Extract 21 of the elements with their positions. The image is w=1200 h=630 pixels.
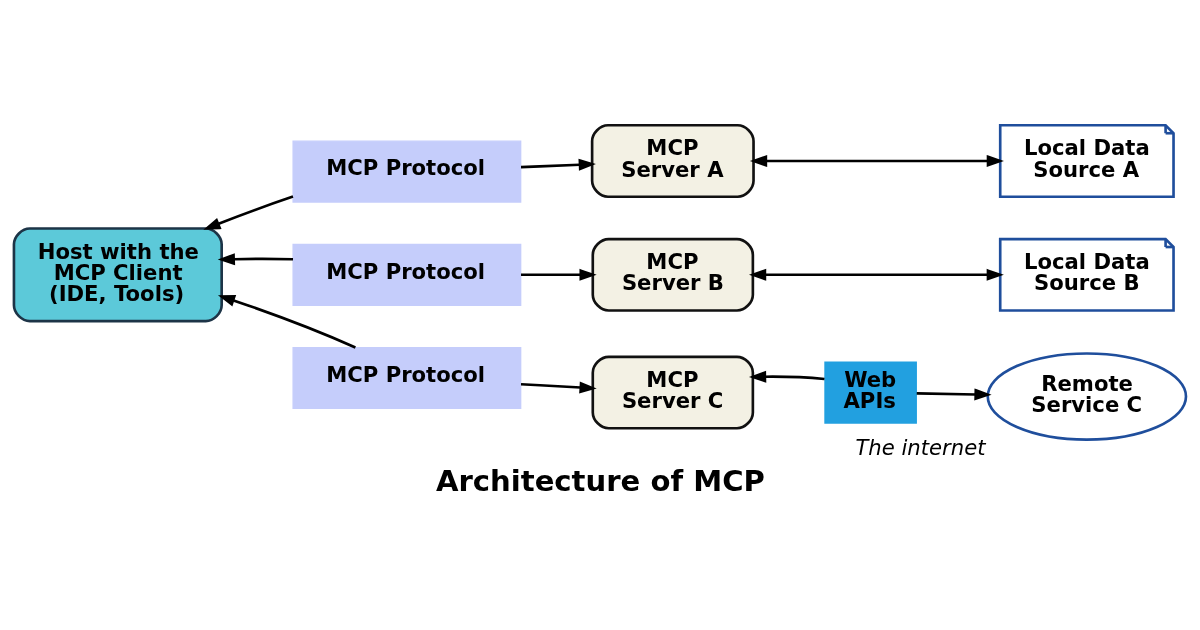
arrow <box>749 154 1004 167</box>
node-box: Host with the MCP Client (IDE, Tools) <box>12 226 223 322</box>
arrow <box>520 158 596 171</box>
caption: Architecture of MCP <box>435 463 765 498</box>
node-box: Web APIs <box>824 360 917 424</box>
node-box: MCP Server A <box>590 123 755 198</box>
arrow <box>916 387 992 400</box>
node-ellipse: Remote Service C <box>986 351 1188 441</box>
arrow <box>521 268 597 281</box>
arrow <box>217 252 294 265</box>
node-label: The internet <box>855 434 986 460</box>
arrow <box>520 380 597 393</box>
node-box: MCP Server B <box>591 237 755 312</box>
node-box: MCP Protocol <box>292 346 522 409</box>
arrow <box>217 294 356 349</box>
node-box: MCP Server C <box>591 355 755 430</box>
node-box: MCP Protocol <box>292 140 522 203</box>
node-box: MCP Protocol <box>292 243 522 306</box>
arrow <box>748 268 1004 281</box>
arrow <box>748 370 825 383</box>
arrow <box>203 194 294 230</box>
